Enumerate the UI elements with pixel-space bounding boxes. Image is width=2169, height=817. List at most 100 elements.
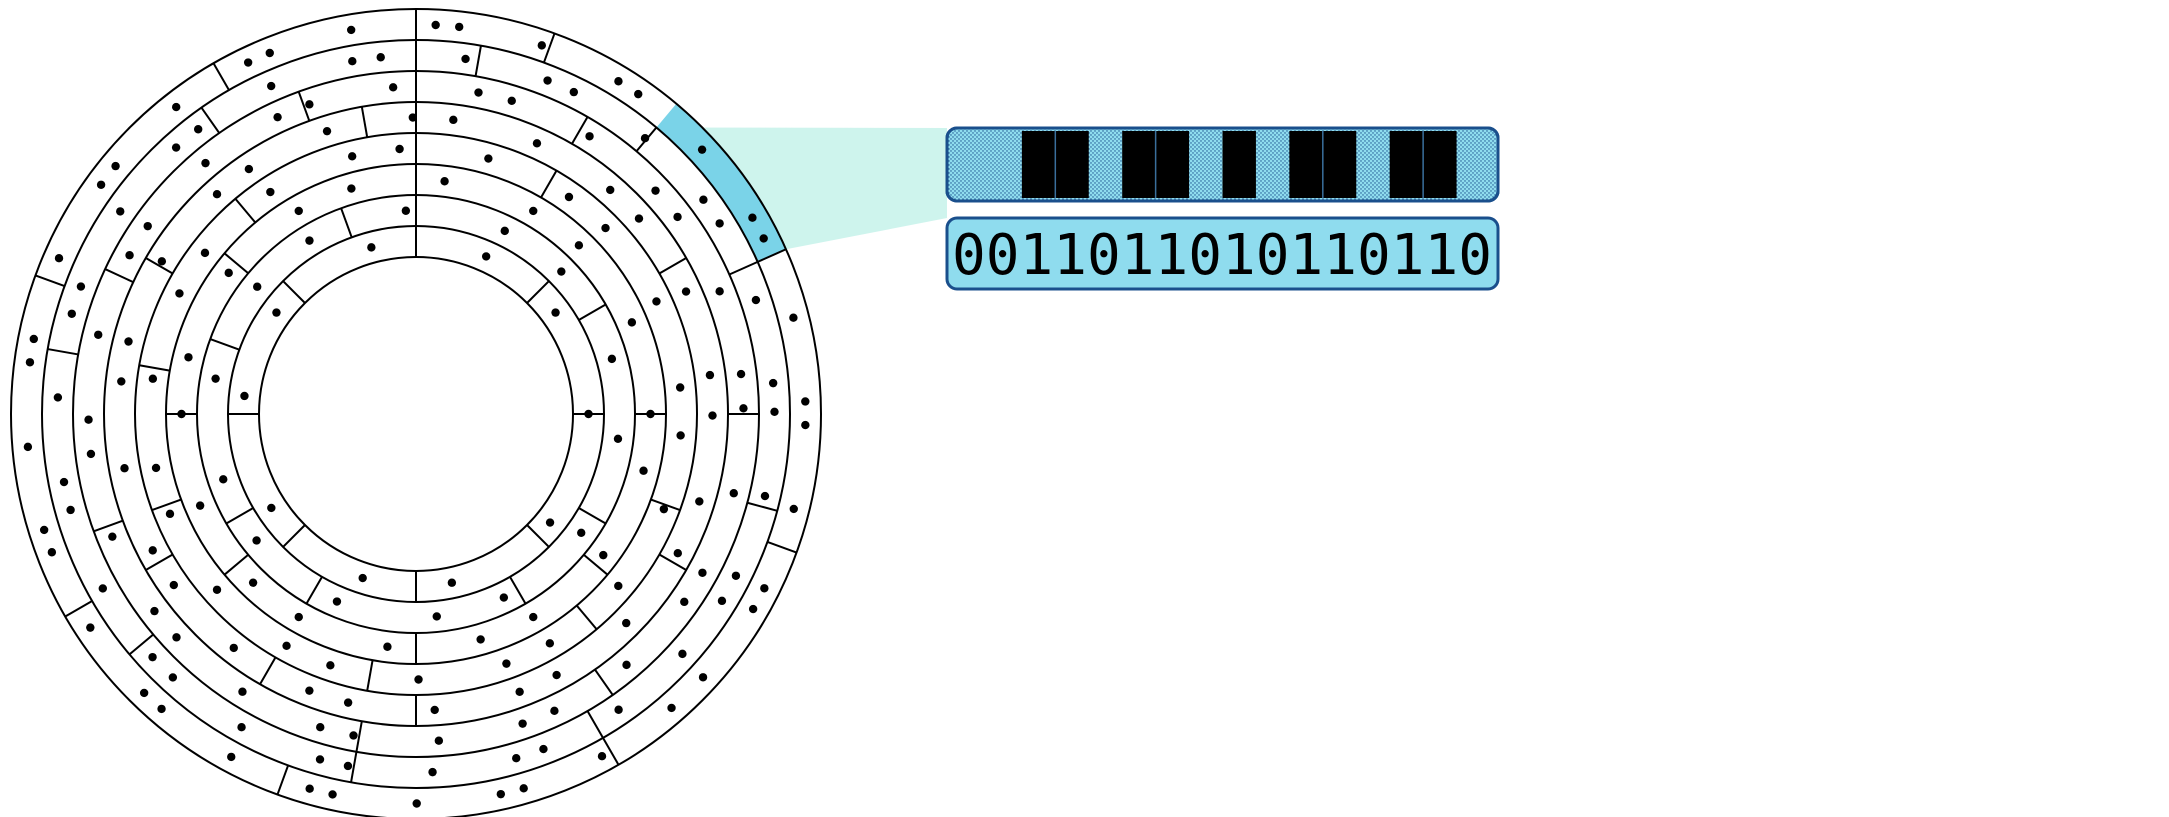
- sector-divider: [602, 737, 620, 766]
- data-dot: [651, 186, 660, 195]
- data-dot: [695, 497, 704, 506]
- sector-divider: [350, 751, 358, 783]
- data-dot: [708, 411, 717, 420]
- data-dot: [212, 585, 222, 594]
- data-dot: [96, 180, 106, 189]
- sector-divider: [578, 303, 607, 321]
- data-dot: [148, 374, 158, 383]
- data-dot: [151, 463, 161, 473]
- data-dot: [627, 318, 637, 327]
- sector-divider: [200, 107, 221, 134]
- sector-divider: [583, 554, 609, 576]
- data-dot: [545, 639, 555, 648]
- data-dot: [172, 633, 181, 642]
- data-dot: [518, 719, 527, 728]
- data-dot: [584, 409, 593, 419]
- binary-strip-box: [945, 216, 1500, 291]
- data-dot: [326, 661, 335, 670]
- data-dot: [84, 415, 93, 424]
- data-dot: [705, 370, 715, 380]
- data-dot: [461, 54, 470, 64]
- data-dot: [86, 623, 95, 632]
- sector-divider: [305, 576, 323, 605]
- bit-cell-one: [1021, 131, 1056, 198]
- sector-divider: [650, 498, 681, 512]
- data-dot: [748, 213, 757, 222]
- data-dot: [736, 369, 746, 379]
- sector-divider: [658, 257, 687, 275]
- data-dot: [667, 703, 676, 713]
- data-dot: [455, 22, 464, 32]
- data-dot: [253, 282, 262, 291]
- data-dot: [347, 152, 357, 161]
- data-dot: [322, 126, 332, 136]
- sector-divider: [282, 524, 306, 548]
- sector-divider: [35, 274, 65, 288]
- data-dot: [67, 309, 76, 318]
- data-dot: [564, 192, 574, 202]
- data-dot: [272, 308, 281, 317]
- data-dot: [699, 195, 708, 204]
- data-dot: [698, 673, 708, 682]
- sector-divider: [509, 576, 527, 605]
- data-dot: [376, 53, 385, 62]
- data-dot: [76, 282, 86, 291]
- data-dot: [577, 528, 586, 537]
- sector-divider: [64, 600, 93, 618]
- data-dot: [502, 659, 511, 668]
- data-dot: [346, 25, 356, 35]
- data-dot: [607, 354, 617, 364]
- data-dot: [519, 784, 528, 793]
- data-dot: [165, 509, 175, 519]
- data-dot: [515, 687, 524, 696]
- data-dot: [537, 41, 546, 50]
- data-dot: [768, 378, 778, 388]
- data-dot: [125, 251, 134, 260]
- sector-divider: [297, 91, 311, 122]
- data-dot: [601, 223, 610, 233]
- sector-divider: [223, 252, 249, 274]
- data-dot: [305, 236, 314, 245]
- data-dot: [715, 219, 724, 228]
- data-dot: [53, 393, 63, 402]
- data-dot: [614, 581, 623, 591]
- sector-divider: [282, 280, 306, 304]
- data-dot: [267, 503, 276, 513]
- data-dot: [680, 597, 689, 607]
- sector-divider: [128, 633, 154, 656]
- sector-divider: [47, 348, 79, 356]
- track-ring: [196, 194, 636, 634]
- data-dot: [143, 221, 152, 231]
- data-dot: [551, 308, 560, 317]
- data-dot: [248, 578, 258, 587]
- data-dot: [224, 268, 233, 278]
- data-dot: [171, 143, 181, 152]
- data-dot: [634, 214, 644, 223]
- binary-strip: 0011011010110110: [945, 216, 1500, 291]
- data-dot: [476, 635, 485, 644]
- data-dot: [388, 83, 398, 92]
- data-dot: [349, 731, 358, 740]
- data-dot: [585, 132, 594, 141]
- data-dot: [496, 789, 506, 799]
- sector-divider: [474, 45, 482, 77]
- data-dot: [760, 491, 770, 501]
- sector-divider: [234, 198, 257, 224]
- data-dot: [86, 449, 96, 459]
- data-dot: [634, 89, 643, 99]
- data-dot: [98, 584, 108, 593]
- sector-divider: [223, 554, 249, 576]
- data-dot: [358, 573, 367, 583]
- data-dot: [148, 546, 157, 555]
- data-dot: [759, 234, 768, 243]
- data-dot: [529, 612, 538, 622]
- data-dot: [294, 612, 303, 622]
- bit-cell-one: [1122, 131, 1156, 198]
- sector-divider: [259, 656, 277, 685]
- data-dot: [23, 442, 33, 452]
- data-dot: [171, 102, 181, 112]
- data-dot: [731, 571, 741, 580]
- data-dot: [395, 144, 404, 154]
- data-dot: [282, 641, 291, 651]
